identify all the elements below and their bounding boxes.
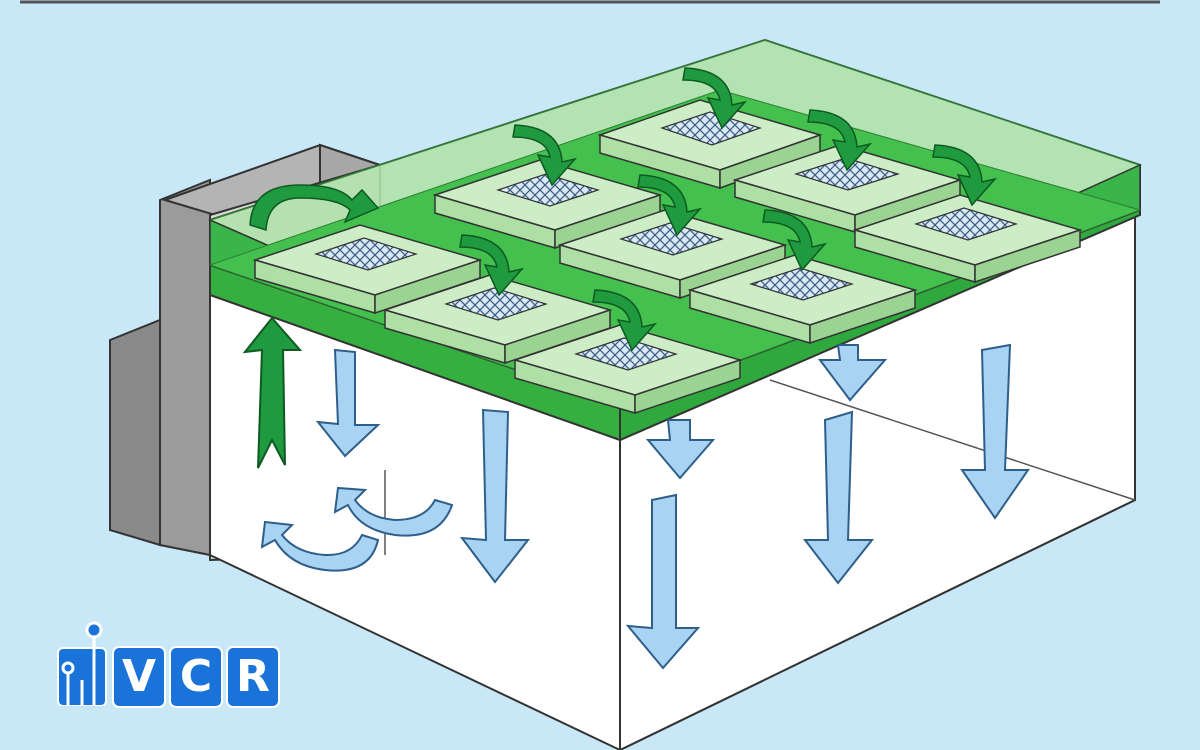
downflow-arrow-icon xyxy=(645,419,716,480)
fan-filter-units xyxy=(252,99,1083,415)
ffu xyxy=(597,99,823,190)
logo-wordmark: V C R xyxy=(114,648,278,706)
logo-letter-c: C xyxy=(171,648,221,706)
downflow-arrow-icon xyxy=(960,343,1030,520)
ffu xyxy=(252,224,483,315)
ffu xyxy=(852,194,1083,284)
green-curved-arrow-icon xyxy=(592,289,658,352)
green-curved-arrow-icon xyxy=(512,124,578,187)
ffu xyxy=(512,324,743,415)
return-air-arrow-icon xyxy=(260,520,380,572)
supply-air-arrows xyxy=(315,343,1030,670)
logo-letter-v: V xyxy=(114,648,164,706)
downflow-arrow-icon xyxy=(802,410,875,585)
ffu xyxy=(687,254,918,345)
ffu xyxy=(557,209,788,300)
green-curved-arrow-icon xyxy=(459,234,525,297)
ffu xyxy=(432,159,663,250)
green-curved-arrow-icon xyxy=(637,174,703,237)
downflow-arrow-icon xyxy=(459,408,531,584)
return-air-arrows xyxy=(260,486,454,572)
green-curved-arrow-icon xyxy=(249,184,380,232)
logo-letter-r: R xyxy=(228,648,278,706)
downflow-arrow-icon xyxy=(315,348,381,458)
downflow-arrow-icon xyxy=(625,493,701,670)
green-curved-arrow-icon xyxy=(682,67,748,130)
ffu xyxy=(382,274,613,365)
green-up-arrow-icon xyxy=(242,316,303,469)
green-curved-arrow-icon xyxy=(932,144,998,207)
downflow-arrow-icon xyxy=(818,344,888,402)
green-curved-arrow-icon xyxy=(762,209,828,272)
green-curved-arrow-icon xyxy=(807,109,873,172)
return-air-arrow-icon xyxy=(333,486,454,537)
green-curved-arrows xyxy=(249,67,998,352)
vcr-logo: V C R xyxy=(56,620,278,707)
circuit-pin-icon xyxy=(56,620,108,707)
